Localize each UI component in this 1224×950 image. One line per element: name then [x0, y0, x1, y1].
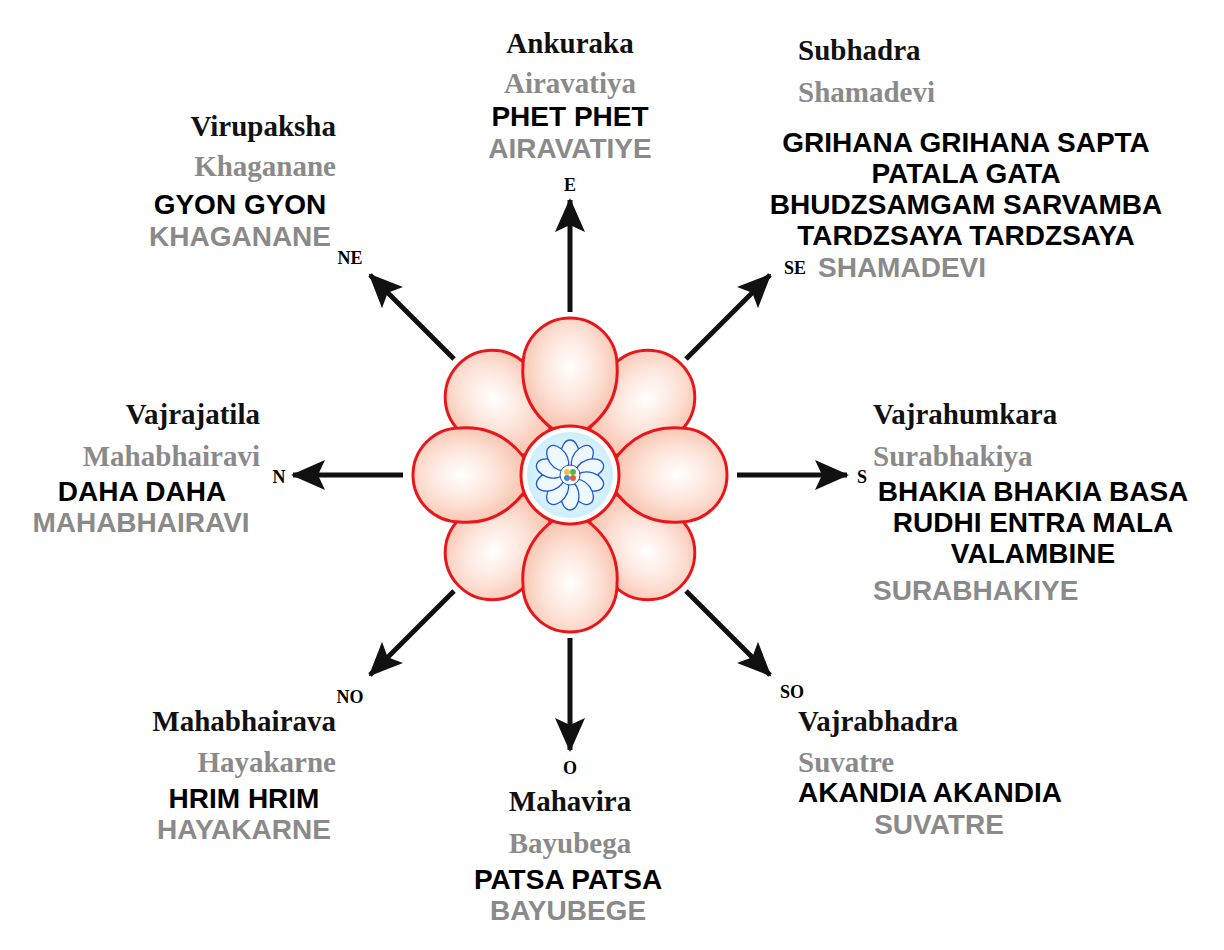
consort-name: Surabhakiya [873, 440, 1033, 472]
deity-name: Subhadra [798, 34, 921, 66]
consort-name: Khaganane [194, 150, 336, 182]
consort-invocation: SUVATRE [874, 809, 1004, 840]
direction-letter: NE [337, 248, 362, 268]
deity-name: Mahavira [509, 785, 631, 817]
consort-name: Shamadevi [798, 76, 935, 108]
consort-invocation: SURABHAKIYE [873, 575, 1078, 606]
consort-invocation: KHAGANANE [149, 221, 331, 252]
mantra-text: GRIHANA GRIHANA SAPTA PATALA GATA BHUDZS… [759, 127, 1174, 251]
consort-invocation: HAYAKARNE [157, 814, 331, 845]
mantra-text: GYON GYON [154, 189, 327, 220]
direction-arrows [293, 200, 847, 750]
deity-name: Mahabhairava [152, 705, 336, 737]
consort-invocation: SHAMADEVI [818, 252, 986, 283]
direction-letter: E [564, 175, 576, 195]
deity-name: Virupaksha [190, 110, 336, 142]
deity-name: Vajrabhadra [798, 705, 958, 737]
mantra-text: PHET PHET [491, 101, 648, 132]
direction-letter: NO [337, 687, 364, 707]
consort-invocation: BAYUBEGE [490, 895, 646, 926]
direction-letter: SO [780, 682, 804, 702]
consort-name: Mahabhairavi [83, 440, 260, 472]
consort-invocation: AIRAVATIYE [488, 133, 651, 164]
consort-name: Hayakarne [197, 746, 336, 778]
consort-invocation: MAHABHAIRAVI [32, 507, 249, 538]
consort-name: Bayubega [509, 827, 631, 859]
mantra-text: PATSA PATSA [474, 864, 662, 895]
consort-name: Airavatiya [504, 67, 636, 99]
direction-letter: S [857, 467, 867, 487]
direction-letter: SE [784, 258, 806, 278]
lotus-petals [413, 318, 727, 632]
mantra-text: DAHA DAHA [58, 476, 227, 507]
direction-letter: N [273, 467, 286, 487]
mantra-text: AKANDIA AKANDIA [798, 777, 1062, 808]
consort-name: Suvatre [798, 746, 894, 778]
lotus-center [521, 426, 619, 524]
direction-letter: O [563, 758, 577, 778]
deity-name: Ankuraka [506, 27, 633, 59]
mantra-text: HRIM HRIM [169, 783, 320, 814]
deity-name: Vajrajatila [126, 398, 260, 430]
mantra-text: BHAKIA BHAKIA BASA RUDHI ENTRA MALA VALA… [853, 476, 1213, 569]
deity-name: Vajrahumkara [873, 398, 1057, 430]
